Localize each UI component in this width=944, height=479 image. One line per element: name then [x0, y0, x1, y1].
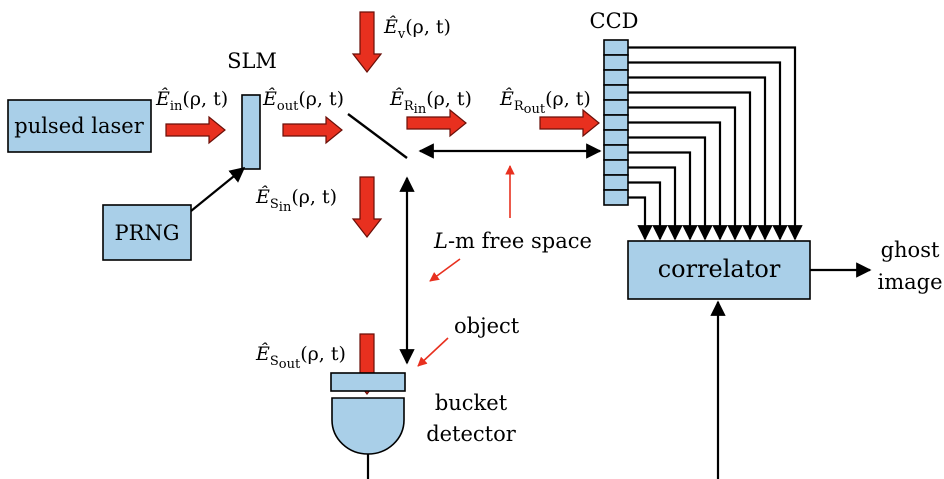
prng-to-slm-arrow: [190, 167, 246, 212]
arrow-in: [165, 115, 226, 145]
object-label: object: [454, 314, 520, 338]
ccd-wire: [628, 121, 728, 241]
ccd-pixel: [603, 54, 629, 71]
arrow-s-in: [351, 176, 383, 238]
ccd-pixel: [603, 84, 629, 101]
beam-splitter: [347, 113, 408, 159]
arrow-r-out: [539, 108, 600, 138]
ccd-output-wires: [628, 46, 803, 241]
free-space-pointer-left: [429, 258, 461, 282]
ccd-wire: [628, 166, 683, 241]
prng-label: PRNG: [114, 221, 179, 245]
arrow-out: [282, 115, 343, 145]
arrow-vacuum: [351, 11, 383, 73]
label-e-s-out: ÊSout(ρ, t): [255, 342, 346, 372]
ccd-wire: [628, 61, 788, 241]
ccd-wire: [628, 106, 743, 241]
ccd-pixel: [603, 69, 629, 86]
label-e-r-out: ÊRout(ρ, t): [499, 87, 591, 117]
ccd-wire: [628, 76, 773, 241]
ccd-wire: [628, 196, 653, 241]
pulsed-laser-label: pulsed laser: [14, 114, 144, 138]
ghost-image-label-line2: image: [877, 270, 942, 294]
correlator-block: correlator: [627, 240, 811, 300]
ccd-wire: [628, 91, 758, 241]
object-pointer: [417, 337, 449, 367]
slm-label: SLM: [227, 49, 277, 73]
ccd-wire: [628, 46, 803, 241]
ccd-wire: [628, 181, 668, 241]
correlator-label: correlator: [658, 255, 781, 283]
label-e-r-in: ÊRin(ρ, t): [389, 87, 472, 117]
ccd-wire: [628, 136, 713, 241]
free-space-label: L-m free space: [433, 229, 592, 253]
field-labels: Êin(ρ, t) Êout(ρ, t) Êv(ρ, t) ÊRin(ρ, t)…: [155, 15, 591, 372]
bucket-detector-label-line2: detector: [426, 422, 517, 446]
bucket-detector-label-line1: bucket: [435, 391, 508, 415]
label-e-v: Êv(ρ, t): [383, 15, 451, 42]
bucket-detector: [331, 397, 405, 455]
ccd-wire: [628, 151, 698, 241]
ccd-label: CCD: [590, 9, 639, 33]
ghost-image-label-line1: ghost: [881, 238, 940, 262]
ccd-pixel: [603, 174, 629, 191]
arrow-r-in: [406, 108, 467, 138]
pulsed-laser-block: pulsed laser: [7, 99, 152, 153]
ccd-pixel: [603, 144, 629, 161]
label-e-in: Êin(ρ, t): [155, 87, 228, 114]
ccd-pixel: [603, 39, 629, 56]
ccd-pixel: [603, 129, 629, 146]
label-e-out: Êout(ρ, t): [262, 87, 344, 114]
ccd-pixel: [603, 114, 629, 131]
ccd-pixel: [603, 99, 629, 116]
object: [330, 372, 406, 392]
label-e-s-in: ÊSin(ρ, t): [255, 185, 337, 215]
slm-block: SLM: [227, 49, 277, 170]
ccd-pixel: [603, 159, 629, 176]
prng-block: PRNG: [102, 204, 192, 261]
ccd-pixel: [603, 189, 629, 206]
ccd-array: [603, 39, 629, 206]
